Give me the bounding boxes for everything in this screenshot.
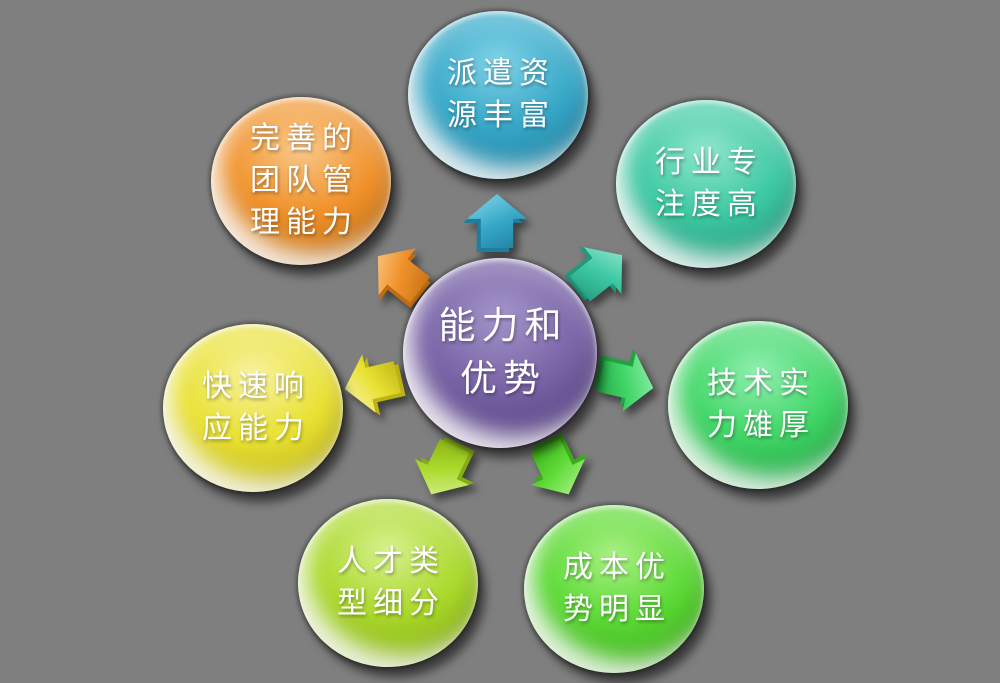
node-dispatch-resources: 派遣资 源丰富 <box>408 11 588 179</box>
arrow-right-icon <box>597 355 657 409</box>
node-industry-focus: 行业专 注度高 <box>616 100 796 268</box>
arrow-top-icon <box>463 194 527 252</box>
node-label: 完善的 团队管 理能力 <box>250 121 358 240</box>
node-label: 技术实 力雄厚 <box>707 366 815 443</box>
node-rapid-response: 快速响 应能力 <box>163 324 343 492</box>
node-label: 行业专 注度高 <box>655 145 763 222</box>
node-cost-advantage: 成本优 势明显 <box>524 505 704 673</box>
node-label: 快速响 应能力 <box>202 369 310 446</box>
arrow-left-icon <box>341 356 401 410</box>
center-node: 能力和 优势 <box>403 258 597 448</box>
node-label: 成本优 势明显 <box>563 550 671 627</box>
arrow-bottom-right-icon <box>527 443 587 497</box>
arrow-bottom-left-icon <box>413 443 473 497</box>
node-label: 人才类 型细分 <box>337 544 445 621</box>
node-technical-strength: 技术实 力雄厚 <box>668 321 848 489</box>
node-talent-segmentation: 人才类 型细分 <box>298 499 478 667</box>
node-label: 派遣资 源丰富 <box>447 56 555 133</box>
center-node-label: 能力和 优势 <box>438 304 568 400</box>
node-team-management: 完善的 团队管 理能力 <box>211 97 391 265</box>
